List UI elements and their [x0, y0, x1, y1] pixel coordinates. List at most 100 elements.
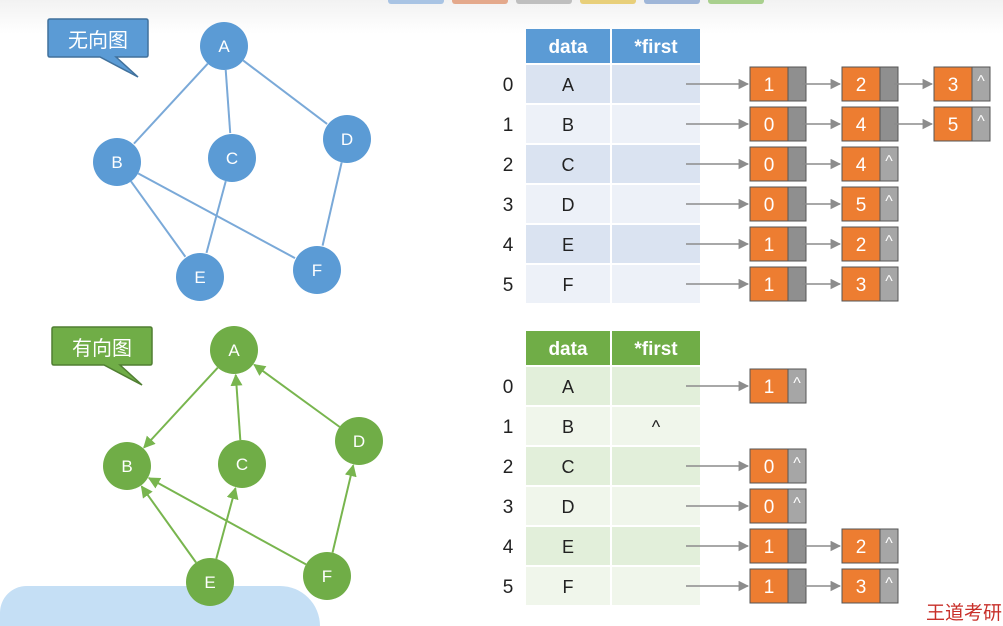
directed-table-data-value: E [562, 537, 574, 557]
directed-table-row-index: 2 [503, 457, 514, 478]
undirected-list-edge-node-value: 1 [764, 75, 775, 96]
undirected-table-data-cell [526, 225, 610, 263]
undirected-list-edge-node: 4^ [841, 146, 899, 182]
undirected-list-edge-node-next-box [971, 66, 991, 102]
directed-list-edge-node: 0^ [749, 488, 807, 524]
undirected-node-c[interactable]: C [208, 134, 256, 182]
directed-node-circle [186, 558, 234, 606]
undirected-table-data-cell [526, 185, 610, 223]
undirected-list-edge-node-value: 0 [764, 115, 775, 136]
undirected-node-f[interactable]: F [293, 246, 341, 294]
undirected-list-edge-node-value-box [933, 66, 973, 102]
directed-node-d[interactable]: D [335, 417, 383, 465]
undirected-node-label: C [226, 149, 238, 168]
undirected-list-edge-node: 2 [841, 66, 899, 102]
brand-logo-text: 王道考研 [926, 602, 1003, 624]
directed-list-edge-node-value: 1 [764, 377, 775, 398]
toolbar-tab-2[interactable] [452, 0, 508, 4]
directed-list-null-pointer: ^ [793, 375, 801, 392]
undirected-edge-A-C [224, 69, 232, 134]
directed-node-e[interactable]: E [186, 558, 234, 606]
toolbar-tab-5[interactable] [644, 0, 700, 4]
undirected-list-edge-node: 4 [841, 106, 899, 142]
undirected-list-edge-node-value: 3 [948, 75, 959, 96]
directed-table-first-cell [612, 447, 700, 485]
undirected-table-data-value: B [562, 115, 574, 135]
undirected-list-edge-node: 0 [749, 106, 807, 142]
undirected-node-label: E [194, 268, 205, 287]
undirected-table-row-index: 2 [503, 155, 514, 176]
undirected-table-first-cell [612, 225, 700, 263]
directed-edge-F-B [147, 477, 307, 566]
undirected-node-circle [208, 134, 256, 182]
undirected-node-d[interactable]: D [323, 115, 371, 163]
undirected-list-edge-node-value: 4 [856, 115, 867, 136]
undirected-node-e[interactable]: E [176, 253, 224, 301]
undirected-list-edge-node-next-box [879, 266, 899, 302]
undirected-list-edge-node: 5^ [841, 186, 899, 222]
directed-list-null-pointer: ^ [885, 535, 893, 552]
directed-list-edge-node-value-box [749, 488, 789, 524]
bubble-shape-blue [47, 18, 149, 78]
directed-list-edge-node-next-box [787, 488, 807, 524]
directed-node-c[interactable]: C [218, 440, 266, 488]
directed-list-edge-node-next-box [787, 448, 807, 484]
undirected-table-data-cell [526, 265, 610, 303]
toolbar-tab-6[interactable] [708, 0, 764, 4]
directed-list-edge-node-value: 0 [764, 497, 775, 518]
directed-node-b[interactable]: B [103, 442, 151, 490]
directed-list-null-pointer: ^ [793, 495, 801, 512]
undirected-node-a[interactable]: A [200, 22, 248, 70]
directed-table-row-index: 1 [503, 417, 514, 438]
undirected-list-null-pointer: ^ [885, 273, 893, 290]
toolbar-tab-4[interactable] [580, 0, 636, 4]
undirected-list-edge-node: 1 [749, 266, 807, 302]
toolbar-tab-1[interactable] [388, 0, 444, 4]
undirected-table-row-index: 4 [503, 235, 514, 256]
undirected-list-edge-node-value: 0 [764, 155, 775, 176]
directed-list-edge-node-value: 3 [856, 577, 867, 598]
directed-edge-A-B [143, 366, 219, 449]
undirected-edge-D-F [321, 162, 343, 246]
undirected-table-first-cell [612, 65, 700, 103]
directed-node-a[interactable]: A [210, 326, 258, 374]
undirected-table-data-value: D [562, 195, 575, 215]
directed-table-data-cell [526, 487, 610, 525]
directed-edge-E-B [140, 485, 197, 564]
undirected-list-edge-node: 3^ [841, 266, 899, 302]
undirected-list-edge-node-value-box [841, 106, 881, 142]
directed-node-f[interactable]: F [303, 552, 351, 600]
undirected-table-first-cell [612, 185, 700, 223]
directed-list-edge-node-value: 1 [764, 577, 775, 598]
directed-graph-label: 有向图 [72, 335, 132, 360]
directed-table-data-cell [526, 527, 610, 565]
undirected-table-data-value: A [562, 75, 574, 95]
undirected-edge-C-E [205, 180, 227, 254]
bubble-shape-green [51, 326, 153, 386]
directed-list-edge-node: 0^ [749, 448, 807, 484]
undirected-list-edge-node-value-box [749, 266, 789, 302]
directed-table-first-cell [612, 527, 700, 565]
decorative-cloud [0, 586, 320, 626]
directed-table-data-value: B [562, 417, 574, 437]
undirected-table-first-cell [612, 145, 700, 183]
undirected-list-edge-node-value: 2 [856, 235, 867, 256]
directed-table-first-cell [612, 567, 700, 605]
undirected-list-edge-node: 0 [749, 146, 807, 182]
undirected-node-b[interactable]: B [93, 138, 141, 186]
undirected-edge-A-B [133, 62, 209, 145]
undirected-list-edge-node-value: 1 [764, 235, 775, 256]
directed-table-data-value: D [562, 497, 575, 517]
directed-table-data-value: A [562, 377, 574, 397]
undirected-table-data-value: C [562, 155, 575, 175]
toolbar-tab-3[interactable] [516, 0, 572, 4]
